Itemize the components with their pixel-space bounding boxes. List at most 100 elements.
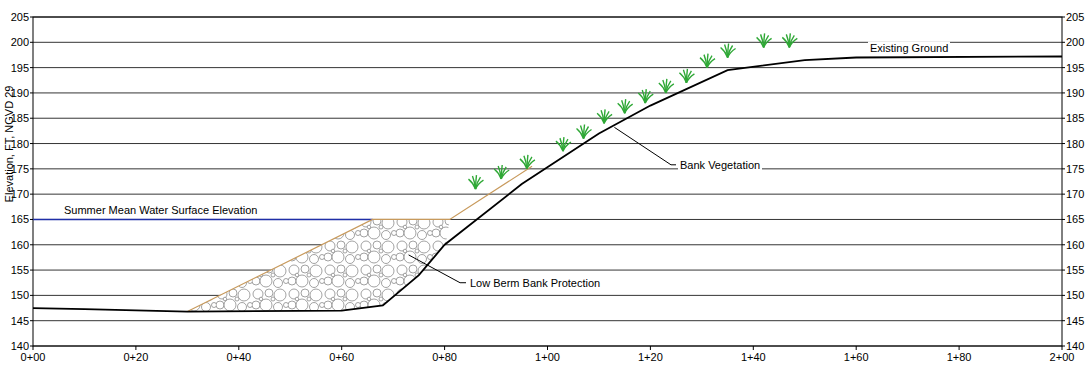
axis-tick-label: 150: [11, 289, 29, 302]
axis-tick-label: 155: [1066, 264, 1084, 277]
callout-label: Bank Vegetation: [678, 158, 762, 171]
tick-mark: [1062, 118, 1065, 119]
callout-label: Summer Mean Water Surface Elevation: [62, 204, 259, 217]
vegetation-tuft: [597, 109, 612, 123]
grid-line: [33, 67, 1062, 68]
axis-tick-label: 205: [1066, 11, 1084, 24]
tick-mark: [238, 346, 239, 350]
axis-title: Elevation, FT, NGVD 29: [3, 85, 16, 202]
leader-line: [409, 255, 466, 283]
tick-mark: [1062, 143, 1065, 144]
vegetation-tuft: [618, 99, 633, 113]
axis-tick-label: 0+20: [124, 351, 149, 364]
tick-mark: [1062, 17, 1065, 18]
axis-tick-label: 0+40: [226, 351, 251, 364]
tick-mark: [30, 42, 33, 43]
tick-mark: [33, 346, 34, 350]
tick-mark: [30, 67, 33, 68]
axis-tick-label: 175: [1066, 162, 1084, 175]
riprap-fill: [187, 219, 449, 311]
axis-tick-label: 165: [1066, 213, 1084, 226]
ground-profile: [33, 56, 1062, 311]
berm-outline: [187, 166, 532, 311]
axis-tick-label: 195: [1066, 61, 1084, 74]
axis-tick-label: 160: [1066, 238, 1084, 251]
axis-tick-label: 205: [11, 11, 29, 24]
tick-mark: [1062, 320, 1065, 321]
axis-tick-label: 155: [11, 264, 29, 277]
axis-tick-label: 170: [1066, 188, 1084, 201]
tick-mark: [30, 320, 33, 321]
tick-mark: [856, 346, 857, 350]
axis-tick-label: 195: [11, 61, 29, 74]
plot-frame: [33, 17, 1062, 346]
tick-mark: [650, 346, 651, 350]
axis-tick-label: 150: [1066, 289, 1084, 302]
vegetation-tuft: [721, 43, 736, 57]
tick-mark: [1062, 194, 1065, 195]
tick-mark: [30, 219, 33, 220]
grid-line: [33, 219, 1062, 220]
grid-line: [33, 295, 1062, 296]
grid-line: [33, 92, 1062, 93]
axis-tick-label: 165: [11, 213, 29, 226]
axis-tick-label: 180: [1066, 137, 1084, 150]
vegetation-tuft: [520, 155, 535, 169]
tick-mark: [1062, 67, 1065, 68]
tick-mark: [30, 346, 33, 347]
vegetation-tuft: [577, 124, 592, 138]
tick-mark: [30, 17, 33, 18]
callout-label: Existing Ground: [868, 42, 950, 55]
axis-tick-label: 0+60: [329, 351, 354, 364]
axis-tick-label: 200: [1066, 36, 1084, 49]
tick-mark: [30, 270, 33, 271]
tick-mark: [135, 346, 136, 350]
leader-line: [614, 127, 676, 164]
grid-line: [33, 194, 1062, 195]
axis-tick-label: 140: [1066, 340, 1084, 353]
existing-ground-line: [33, 56, 1062, 311]
tick-mark: [1062, 346, 1065, 347]
axis-tick-label: 200: [11, 36, 29, 49]
axis-tick-label: 1+00: [535, 351, 560, 364]
callout-label: Low Berm Bank Protection: [468, 276, 602, 289]
tick-mark: [1062, 270, 1065, 271]
grid-line: [33, 143, 1062, 144]
vegetation-tuft: [638, 89, 653, 103]
tick-mark: [959, 346, 960, 350]
leader-lines: [409, 127, 676, 282]
tick-mark: [1062, 244, 1065, 245]
grid-line: [33, 244, 1062, 245]
axis-tick-label: 1+80: [947, 351, 972, 364]
axis-tick-label: 140: [11, 340, 29, 353]
tick-mark: [1062, 168, 1065, 169]
axis-tick-label: 190: [1066, 86, 1084, 99]
vegetation-tuft: [679, 69, 694, 83]
tick-mark: [30, 118, 33, 119]
tick-mark: [547, 346, 548, 350]
vegetation-tuft: [556, 137, 571, 151]
tick-mark: [1062, 92, 1065, 93]
tick-mark: [30, 244, 33, 245]
tick-mark: [30, 194, 33, 195]
axis-tick-label: 145: [1066, 314, 1084, 327]
axis-tick-label: 2+00: [1050, 351, 1075, 364]
vegetation-symbols: [468, 33, 797, 189]
vegetation-tuft: [468, 175, 483, 189]
vegetation-tuft: [700, 54, 715, 68]
vegetation-tuft: [659, 79, 674, 93]
tick-mark: [30, 92, 33, 93]
axis-tick-label: 160: [11, 238, 29, 251]
axis-tick-label: 145: [11, 314, 29, 327]
grid-line: [33, 270, 1062, 271]
tick-mark: [30, 168, 33, 169]
axis-tick-label: 0+00: [21, 351, 46, 364]
axis-tick-label: 1+40: [741, 351, 766, 364]
grid: [30, 17, 1065, 350]
vegetation-tuft: [782, 33, 797, 47]
grid-line: [33, 168, 1062, 169]
tick-mark: [30, 295, 33, 296]
water-surface-line: [33, 219, 373, 221]
tick-mark: [753, 346, 754, 350]
